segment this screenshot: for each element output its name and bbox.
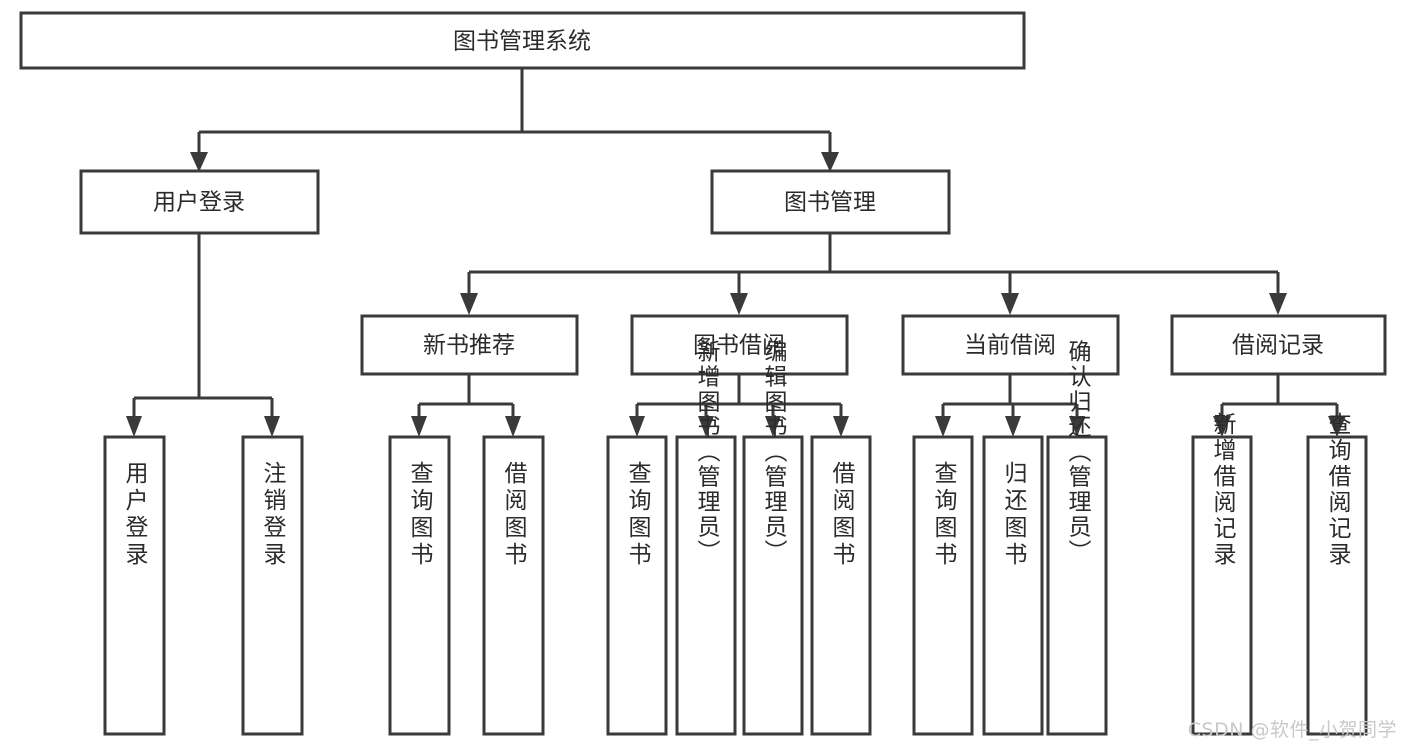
node-current-borrow-box[interactable]	[901, 314, 1120, 376]
leaf-current-query[interactable]: 查询图书	[912, 435, 974, 736]
leaf-new-book-borrow-box[interactable]	[482, 435, 545, 736]
arrowhead-borrow-leaf1	[629, 416, 645, 437]
node-book-borrow-label: 图书借阅	[693, 333, 785, 359]
node-borrow-record-box[interactable]	[1170, 314, 1387, 376]
node-book-manage[interactable]: 图书管理	[710, 169, 951, 235]
leaf-borrow-query-label: 查询图书	[624, 461, 652, 569]
arrowhead-borrow-leaf4	[833, 416, 849, 437]
arrowhead-current-leaf1	[935, 416, 951, 437]
arrowhead-book-manage	[821, 152, 839, 172]
leaf-current-query-label: 查询图书	[930, 461, 958, 569]
leaf-new-book-query[interactable]: 查询图书	[388, 435, 451, 736]
leaf-record-add[interactable]: 新增借阅记录	[1191, 412, 1253, 736]
leaf-user-login-logout-label: 注销登录	[259, 461, 287, 569]
leaf-new-book-query-box[interactable]	[388, 435, 451, 736]
leaf-borrow-add-box[interactable]	[675, 435, 737, 736]
leaf-record-query[interactable]: 查询借阅记录	[1306, 412, 1368, 736]
leaf-user-login-login-box[interactable]	[103, 435, 166, 736]
arrowhead-leaf-logout	[264, 416, 280, 437]
leaf-current-confirm-return[interactable]: 确认归还（管理员）	[1046, 340, 1108, 736]
node-root[interactable]: 图书管理系统	[19, 11, 1026, 70]
leaf-borrow-borrow[interactable]: 借阅图书	[810, 435, 872, 736]
leaf-current-confirm-return-box[interactable]	[1046, 435, 1108, 736]
leaf-borrow-query[interactable]: 查询图书	[606, 435, 668, 736]
leaf-borrow-edit-label: 编辑图书（管理员）	[760, 340, 788, 565]
leaf-user-login-logout-box[interactable]	[241, 435, 304, 736]
leaf-borrow-borrow-label: 借阅图书	[828, 461, 856, 569]
node-book-manage-box[interactable]	[710, 169, 951, 235]
leaf-new-book-borrow[interactable]: 借阅图书	[482, 435, 545, 736]
arrowhead-current-borrow	[1001, 293, 1019, 315]
leaf-new-book-borrow-label: 借阅图书	[500, 461, 528, 569]
leaf-current-return-box[interactable]	[982, 435, 1044, 736]
node-current-borrow-label: 当前借阅	[964, 333, 1056, 359]
leaf-record-query-box[interactable]	[1306, 435, 1368, 736]
arrowhead-borrow-leaf3	[765, 416, 781, 437]
arrowhead-leaf-user-login	[126, 416, 142, 437]
arrowhead-newbook-leaf2	[505, 416, 521, 437]
leaf-current-return[interactable]: 归还图书	[982, 435, 1044, 736]
arrowhead-user-login	[190, 152, 208, 172]
leaf-user-login-login-label: 用户登录	[121, 461, 149, 569]
leaf-user-login-logout[interactable]: 注销登录	[241, 435, 304, 736]
node-user-login[interactable]: 用户登录	[79, 169, 320, 235]
leaf-borrow-edit-box[interactable]	[742, 435, 804, 736]
arrowhead-book-borrow	[730, 293, 748, 315]
leaf-new-book-query-label: 查询图书	[406, 461, 434, 569]
node-new-book-recommend-box[interactable]	[360, 314, 579, 376]
leaf-borrow-borrow-box[interactable]	[810, 435, 872, 736]
node-root-box[interactable]	[19, 11, 1026, 70]
node-borrow-record-label: 借阅记录	[1232, 333, 1324, 359]
leaf-user-login-login[interactable]: 用户登录	[103, 435, 166, 736]
node-new-book-recommend-label: 新书推荐	[423, 333, 515, 359]
node-new-book-recommend[interactable]: 新书推荐	[360, 314, 579, 376]
arrowhead-current-leaf2	[1005, 416, 1021, 437]
node-current-borrow[interactable]: 当前借阅	[901, 314, 1120, 376]
node-user-login-box[interactable]	[79, 169, 320, 235]
arrowhead-newbook-leaf1	[411, 416, 427, 437]
arrowhead-record-leaf2	[1328, 416, 1346, 437]
leaf-borrow-add-label: 新增图书（管理员）	[693, 340, 721, 565]
arrowhead-record-leaf1	[1213, 416, 1231, 437]
arrowhead-new-book-recommend	[460, 293, 478, 315]
leaf-record-add-label: 新增借阅记录	[1209, 412, 1237, 568]
leaf-record-add-box[interactable]	[1191, 435, 1253, 736]
node-book-borrow[interactable]: 图书借阅	[630, 314, 849, 376]
node-book-manage-label: 图书管理	[784, 190, 876, 216]
leaf-current-confirm-return-label: 确认归还（管理员）	[1064, 340, 1092, 565]
leaf-borrow-query-box[interactable]	[606, 435, 668, 736]
leaf-current-return-label: 归还图书	[1000, 461, 1028, 569]
node-borrow-record[interactable]: 借阅记录	[1170, 314, 1387, 376]
node-root-label: 图书管理系统	[453, 29, 591, 55]
leaf-borrow-edit[interactable]: 编辑图书（管理员）	[742, 340, 804, 736]
arrowhead-current-leaf3	[1069, 416, 1085, 437]
node-book-borrow-box[interactable]	[630, 314, 849, 376]
arrowhead-borrow-leaf2	[698, 416, 714, 437]
arrowhead-borrow-record	[1269, 293, 1287, 315]
leaf-current-query-box[interactable]	[912, 435, 974, 736]
leaf-record-query-label: 查询借阅记录	[1324, 412, 1352, 568]
leaf-borrow-add[interactable]: 新增图书（管理员）	[675, 340, 737, 736]
node-user-login-label: 用户登录	[153, 190, 245, 216]
connector-layer	[126, 68, 1346, 437]
